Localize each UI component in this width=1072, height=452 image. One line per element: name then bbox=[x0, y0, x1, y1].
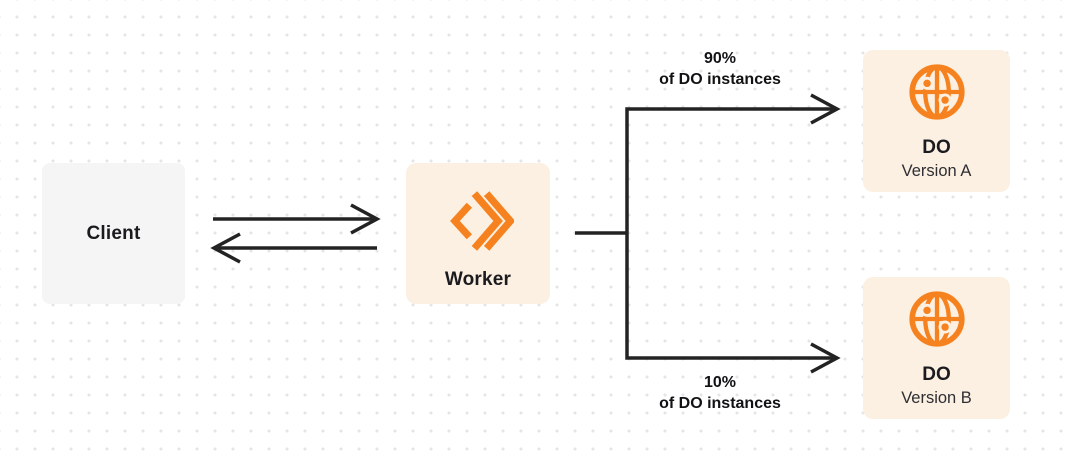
split-bottom-caption: of DO instances bbox=[659, 395, 781, 412]
do-a-subtitle: Version A bbox=[901, 161, 972, 180]
durable-object-globe-icon bbox=[906, 61, 968, 123]
branch-top-line bbox=[625, 107, 834, 233]
do-version-a-node: DO Version A bbox=[863, 50, 1010, 192]
durable-object-globe-icon bbox=[906, 288, 968, 350]
do-version-b-node: DO Version B bbox=[863, 277, 1010, 419]
do-b-subtitle: Version B bbox=[901, 388, 972, 407]
worker-node: Worker bbox=[406, 163, 550, 304]
split-top-caption: of DO instances bbox=[659, 71, 781, 88]
split-top-label: 90% of DO instances bbox=[635, 48, 805, 90]
split-bottom-percent: 10% bbox=[703, 374, 737, 391]
arrowhead-bottom-icon bbox=[810, 342, 841, 374]
workers-icon bbox=[440, 183, 516, 259]
arrowhead-left-icon bbox=[210, 232, 241, 264]
split-top-percent: 90% bbox=[703, 50, 737, 67]
client-node: Client bbox=[42, 163, 185, 304]
do-b-title: DO bbox=[922, 363, 951, 385]
arrowhead-right-icon bbox=[350, 203, 381, 235]
split-bottom-label: 10% of DO instances bbox=[635, 372, 805, 414]
client-label: Client bbox=[86, 222, 141, 244]
do-a-title: DO bbox=[922, 136, 951, 158]
arrowhead-top-icon bbox=[810, 93, 841, 125]
worker-label: Worker bbox=[444, 268, 512, 290]
branch-bottom-line bbox=[625, 233, 834, 360]
